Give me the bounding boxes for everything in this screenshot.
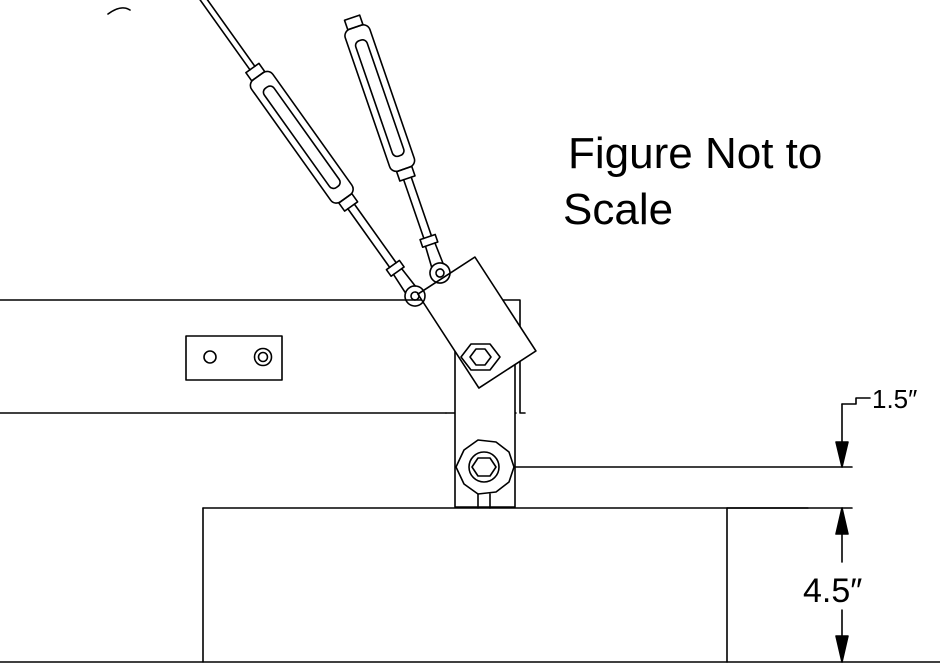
figure-note-line-2: Scale xyxy=(563,185,674,234)
right-cable-assembly xyxy=(343,14,451,284)
bracket-bolt xyxy=(460,343,501,371)
bolt-plate xyxy=(185,335,283,381)
base-block xyxy=(0,507,940,663)
left-cable-assembly xyxy=(191,0,426,307)
dimension-label-bottom: 4.5″ xyxy=(803,572,862,610)
left-cable-tail xyxy=(107,7,131,15)
pin-joint xyxy=(455,439,515,509)
figure-note-line-1: Figure Not to xyxy=(568,129,823,178)
dimension-label-top: 1.5″ xyxy=(872,384,917,414)
tilted-bracket xyxy=(417,256,537,389)
dimension-lines xyxy=(514,397,871,663)
